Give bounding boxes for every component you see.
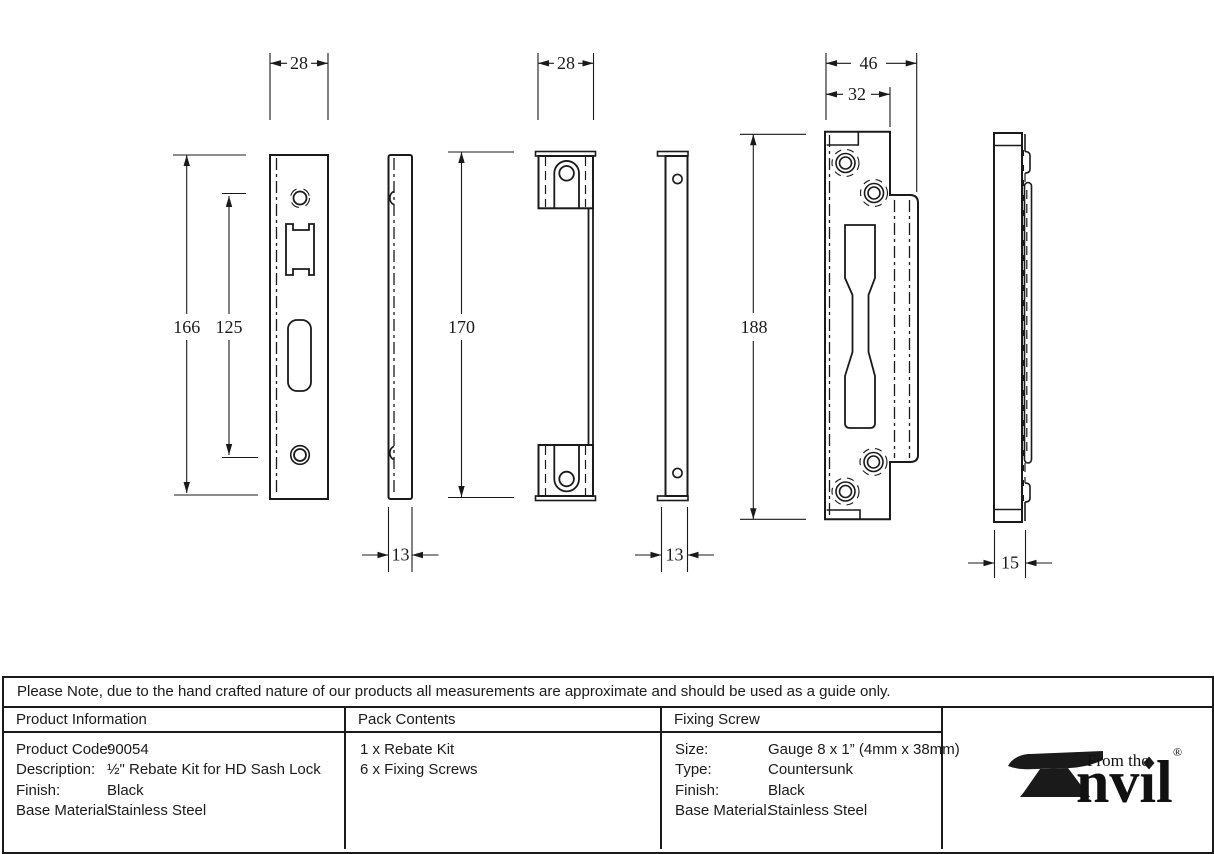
keep-slot bbox=[553, 160, 580, 209]
from-the-anvil-logo: nvil From the ® bbox=[1008, 745, 1182, 815]
svg-text:166: 166 bbox=[173, 317, 200, 337]
screw-size-value: Gauge 8 x 1” (4mm x 38mm) bbox=[768, 741, 960, 758]
view-strike-side bbox=[993, 132, 1033, 523]
screw-type-value: Countersunk bbox=[768, 761, 854, 779]
svg-text:13: 13 bbox=[392, 545, 410, 565]
dim-keep-thickness: 13 bbox=[635, 507, 714, 572]
screw-hole bbox=[293, 448, 307, 462]
spindle-cutout bbox=[844, 224, 876, 429]
svg-text:46: 46 bbox=[860, 53, 878, 73]
svg-text:170: 170 bbox=[448, 317, 475, 337]
measurement-note: Please Note, due to the hand crafted nat… bbox=[4, 678, 1212, 708]
screw-hole bbox=[672, 173, 683, 185]
base-material-row: Base Material: Stainless Steel bbox=[4, 801, 344, 821]
svg-text:32: 32 bbox=[848, 84, 866, 104]
dim-strike-width: 46 bbox=[825, 53, 918, 192]
view-keep-front bbox=[534, 150, 597, 502]
brand-logo-cell: nvil From the ® bbox=[941, 708, 1212, 849]
svg-text:13: 13 bbox=[666, 545, 684, 565]
dim-faceplate-height: 166 bbox=[173, 154, 258, 496]
logo-text-from-the: From the bbox=[1087, 751, 1149, 770]
svg-text:188: 188 bbox=[741, 317, 768, 337]
spec-table: Please Note, due to the hand crafted nat… bbox=[2, 676, 1214, 854]
dim-faceplate-hole-spacing: 125 bbox=[216, 192, 258, 459]
product-code-row: Product Code: 90054 bbox=[4, 740, 344, 760]
registered-mark: ® bbox=[1173, 745, 1182, 759]
svg-text:28: 28 bbox=[557, 53, 575, 73]
screw-type-row: Type: Countersunk bbox=[662, 760, 941, 780]
finish-value: Black bbox=[107, 781, 144, 799]
svg-text:15: 15 bbox=[1001, 553, 1019, 573]
product-code-label: Product Code: bbox=[16, 741, 112, 758]
screw-size-row: Size: Gauge 8 x 1” (4mm x 38mm) bbox=[662, 740, 960, 760]
dim-keep-width: 28 bbox=[537, 53, 595, 120]
svg-text:125: 125 bbox=[216, 317, 243, 337]
base-material-value: Stainless Steel bbox=[107, 802, 207, 820]
screw-finish-label: Finish: bbox=[675, 781, 720, 799]
latch-cutout bbox=[285, 223, 315, 276]
screw-base-material-label: Base Material: bbox=[675, 802, 771, 820]
product-code-value: 90054 bbox=[107, 741, 149, 758]
product-information-header: Product Information bbox=[4, 708, 344, 733]
screw-hole bbox=[831, 477, 860, 506]
pack-contents-column: Pack Contents 1 x Rebate Kit 6 x Fixing … bbox=[346, 708, 662, 849]
finish-row: Finish: Black bbox=[4, 781, 344, 801]
view-faceplate-side bbox=[387, 154, 413, 500]
anvil-icon-base bbox=[1020, 768, 1090, 797]
svg-text:28: 28 bbox=[290, 53, 308, 73]
pack-item: 1 x Rebate Kit bbox=[360, 741, 455, 758]
screw-type-label: Type: bbox=[675, 761, 712, 779]
diamond-tittle bbox=[1143, 756, 1155, 770]
finish-label: Finish: bbox=[16, 781, 61, 799]
pack-contents-header: Pack Contents bbox=[346, 708, 660, 733]
description-value: ½" Rebate Kit for HD Sash Lock bbox=[107, 761, 321, 779]
base-material-label: Base Material: bbox=[16, 802, 112, 820]
dim-strike-thickness: 15 bbox=[968, 530, 1052, 578]
screw-size-label: Size: bbox=[675, 741, 709, 758]
screw-hole bbox=[672, 467, 683, 479]
anvil-icon bbox=[1008, 751, 1103, 770]
dim-strike-height: 188 bbox=[740, 133, 806, 520]
screw-hole bbox=[859, 178, 889, 208]
screw-hole bbox=[859, 447, 888, 477]
screw-finish-row: Finish: Black bbox=[662, 781, 941, 801]
fixing-screw-column: Fixing Screw Size: Gauge 8 x 1” (4mm x 3… bbox=[662, 708, 960, 849]
dim-faceplate-width: 28 bbox=[269, 53, 329, 120]
view-faceplate-front bbox=[269, 154, 329, 500]
technical-drawing: 28 166 125 13 bbox=[173, 53, 1052, 578]
screw-base-material-row: Base Material: Stainless Steel bbox=[662, 801, 941, 821]
dim-faceplate-thickness: 13 bbox=[362, 507, 439, 572]
product-information-column: Product Information Product Code: 90054 … bbox=[4, 708, 346, 849]
keep-slot bbox=[553, 445, 580, 493]
fixing-screw-header: Fixing Screw bbox=[662, 708, 941, 733]
screw-hole bbox=[292, 190, 308, 206]
view-strike-front bbox=[824, 130, 919, 521]
description-row: Description: ½" Rebate Kit for HD Sash L… bbox=[4, 760, 344, 780]
screw-hole bbox=[831, 148, 860, 178]
screw-base-material-value: Stainless Steel bbox=[768, 802, 868, 820]
screw-finish-value: Black bbox=[768, 781, 805, 799]
dim-keep-height: 170 bbox=[448, 151, 514, 499]
deadbolt-slot bbox=[287, 319, 312, 392]
pack-item: 6 x Fixing Screws bbox=[360, 761, 478, 779]
view-keep-side bbox=[656, 150, 689, 502]
description-label: Description: bbox=[16, 761, 96, 779]
dim-strike-body-width: 32 bbox=[826, 84, 891, 127]
logo-text-nvil: nvil bbox=[1076, 749, 1173, 815]
